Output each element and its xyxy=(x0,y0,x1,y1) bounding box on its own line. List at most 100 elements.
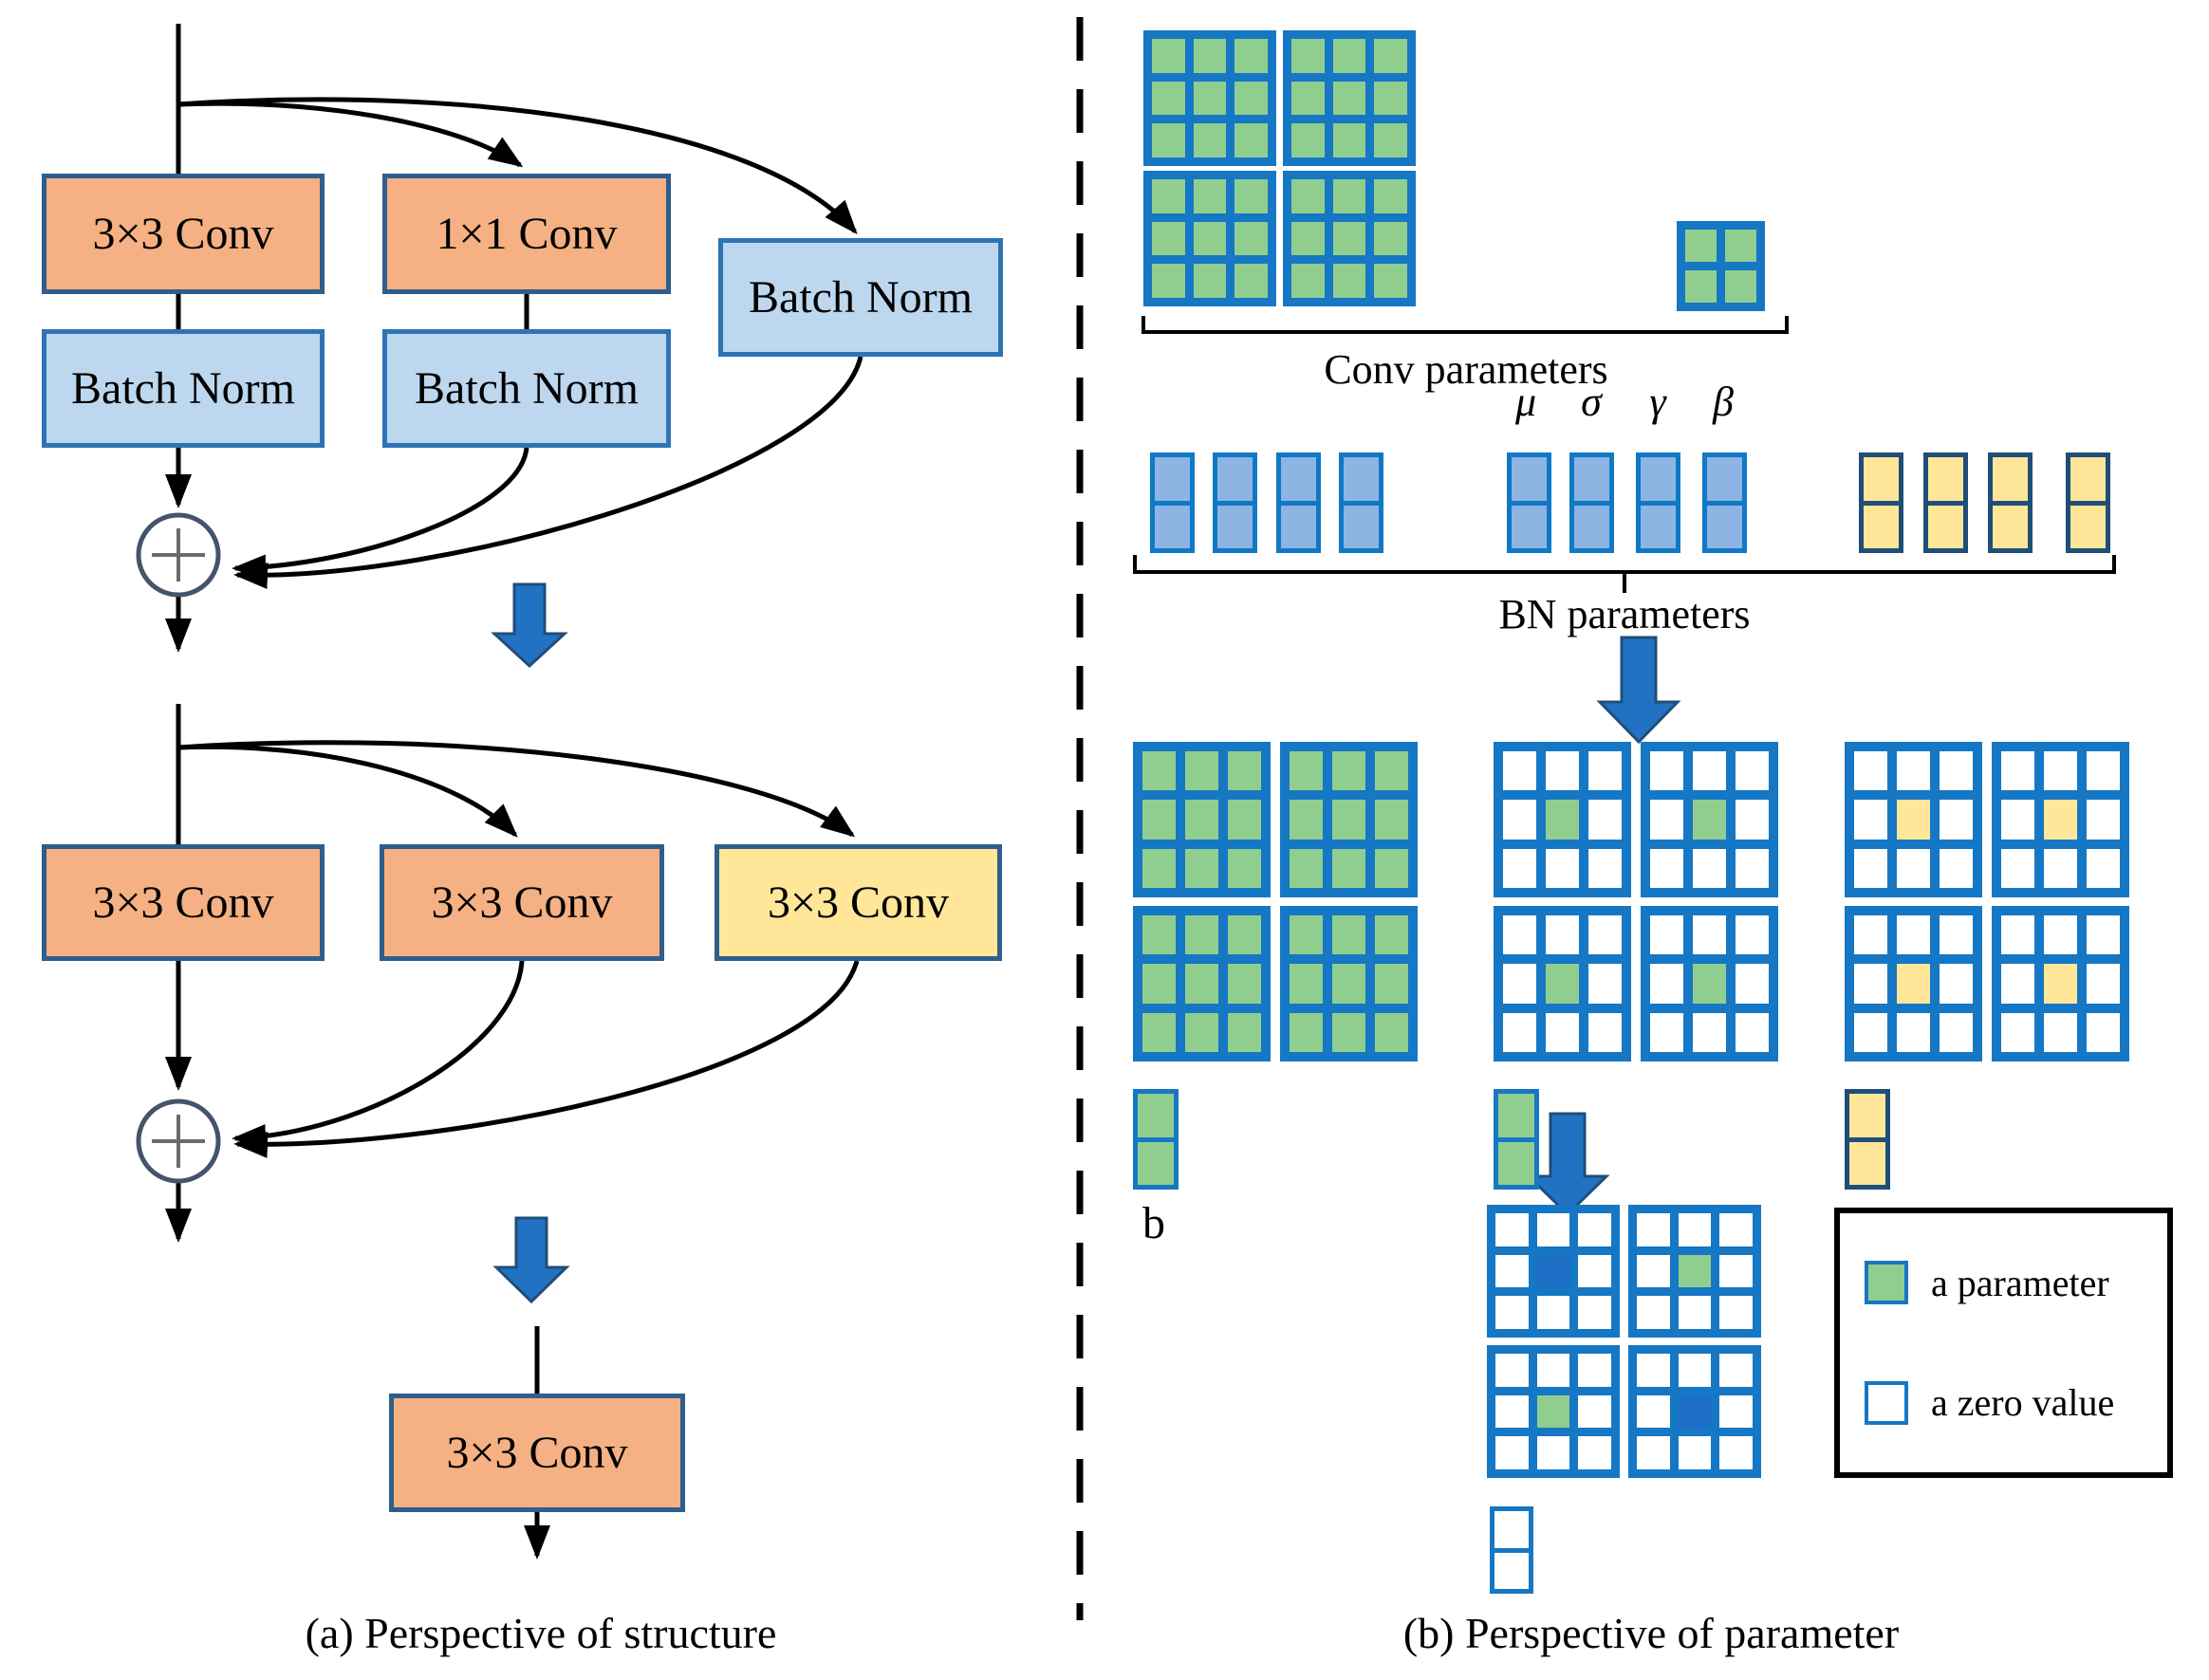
grid-cell xyxy=(1495,1354,1529,1387)
grid-cell xyxy=(1185,915,1218,955)
grid-cell xyxy=(1291,123,1325,157)
bn-parameters-brace xyxy=(1133,555,2116,593)
grid-cell xyxy=(1375,1012,1408,1052)
grid-cell xyxy=(1897,964,1930,1004)
grid-cell xyxy=(1185,751,1218,791)
grid-cell xyxy=(2044,800,2077,840)
grid-cell xyxy=(1142,848,1176,888)
grid-cell xyxy=(1332,123,1366,157)
grid-cell xyxy=(1374,179,1407,213)
bar-cell xyxy=(2070,457,2106,501)
conv-parameters-label: Conv parameters xyxy=(1324,346,1608,393)
grid-cell xyxy=(1291,221,1325,256)
zero-value-swatch-icon xyxy=(1865,1380,1908,1425)
grid-cell xyxy=(1637,1436,1670,1469)
bar-cell xyxy=(1993,457,2028,501)
bn-param-bar-1 xyxy=(1150,452,1195,553)
grid-cell xyxy=(1185,1012,1218,1052)
grid-cell xyxy=(1332,179,1366,213)
grid-cell xyxy=(1678,1394,1712,1429)
bar-cell xyxy=(1849,1141,1885,1185)
grid-cell xyxy=(1142,915,1176,955)
conv3x3-box-mid-2: 3×3 Conv xyxy=(380,844,664,961)
flow-lines-block2 xyxy=(165,704,860,1560)
grid-cell xyxy=(1536,1394,1570,1429)
padded-1x1-grid-1 xyxy=(1494,742,1631,897)
grid-cell xyxy=(1536,1354,1570,1387)
grid-cell xyxy=(1152,179,1185,213)
bar-cell xyxy=(1498,1141,1534,1185)
grid-cell xyxy=(1374,39,1407,73)
grid-cell xyxy=(1637,1213,1670,1246)
grid-cell xyxy=(1503,915,1536,955)
grid-cell xyxy=(1290,1012,1323,1052)
grid-cell xyxy=(1375,964,1408,1004)
conv3x3-box-final: 3×3 Conv xyxy=(389,1394,685,1512)
conv-parameters-brace xyxy=(1142,316,1789,334)
add-node-1 xyxy=(136,512,221,598)
conv-param-grid-3 xyxy=(1143,171,1276,306)
grid-cell xyxy=(1940,751,1973,791)
grid-cell xyxy=(1503,751,1536,791)
batchnorm-box-2: Batch Norm xyxy=(382,329,671,448)
grid-cell xyxy=(1193,81,1227,116)
padded-identity-grid-3 xyxy=(1845,906,1982,1062)
grid-cell xyxy=(1940,915,1973,955)
grid-cell xyxy=(2001,1012,2034,1052)
grid-cell xyxy=(1650,1012,1683,1052)
grid-cell xyxy=(1374,123,1407,157)
grid-cell xyxy=(1290,800,1323,840)
bar-cell xyxy=(1993,505,2028,548)
batchnorm-box-1: Batch Norm xyxy=(42,329,325,448)
plus-icon xyxy=(152,1115,205,1168)
bar-cell xyxy=(1281,505,1316,548)
add-node-2 xyxy=(136,1098,221,1184)
grid-cell xyxy=(1678,1254,1712,1288)
grid-cell xyxy=(1503,1012,1536,1052)
grid-cell xyxy=(2087,1012,2120,1052)
bn-identity-bar-2 xyxy=(1923,452,1968,553)
grid-cell xyxy=(1588,751,1622,791)
grid-cell xyxy=(2001,964,2034,1004)
grid-cell xyxy=(1503,800,1536,840)
grid-cell xyxy=(1693,800,1726,840)
grid-cell xyxy=(1374,221,1407,256)
down-arrow-icon xyxy=(1596,636,1681,745)
bar-cell xyxy=(1344,457,1379,501)
grid-cell xyxy=(1650,964,1683,1004)
batchnorm-box-identity: Batch Norm xyxy=(718,238,1003,357)
grid-cell xyxy=(1940,964,1973,1004)
grid-cell xyxy=(1719,1254,1753,1288)
bias-bar-white xyxy=(1490,1506,1533,1594)
grid-cell xyxy=(1332,751,1365,791)
grid-cell xyxy=(2044,848,2077,888)
grid-cell xyxy=(1234,81,1268,116)
grid-cell xyxy=(1185,800,1218,840)
grid-cell xyxy=(2044,964,2077,1004)
final-kernel-grid-4 xyxy=(1628,1345,1761,1478)
grid-cell xyxy=(1578,1296,1611,1329)
fused-green-grid-2 xyxy=(1280,742,1418,897)
padded-identity-grid-2 xyxy=(1992,742,2129,897)
down-arrow-icon xyxy=(492,1216,570,1304)
bn-param-bar-3 xyxy=(1276,452,1321,553)
beta-symbol: β xyxy=(1713,378,1734,425)
conv-param-grid-1 xyxy=(1143,30,1276,166)
grid-cell xyxy=(1228,751,1261,791)
grid-cell xyxy=(1290,751,1323,791)
fused-green-grid-3 xyxy=(1133,906,1271,1062)
grid-cell xyxy=(1228,915,1261,955)
bar-cell xyxy=(1498,1094,1534,1137)
grid-cell xyxy=(1375,915,1408,955)
grid-cell xyxy=(1650,800,1683,840)
grid-cell xyxy=(1854,964,1887,1004)
grid-cell xyxy=(1736,964,1769,1004)
grid-cell xyxy=(1578,1213,1611,1246)
grid-cell xyxy=(1374,81,1407,116)
grid-cell xyxy=(1332,264,1366,298)
bar-cell xyxy=(1344,505,1379,548)
grid-cell xyxy=(1637,1394,1670,1429)
grid-cell xyxy=(1332,221,1366,256)
panel-a-caption: (a) Perspective of structure xyxy=(305,1609,777,1657)
bn-mu-bar xyxy=(1507,452,1551,553)
